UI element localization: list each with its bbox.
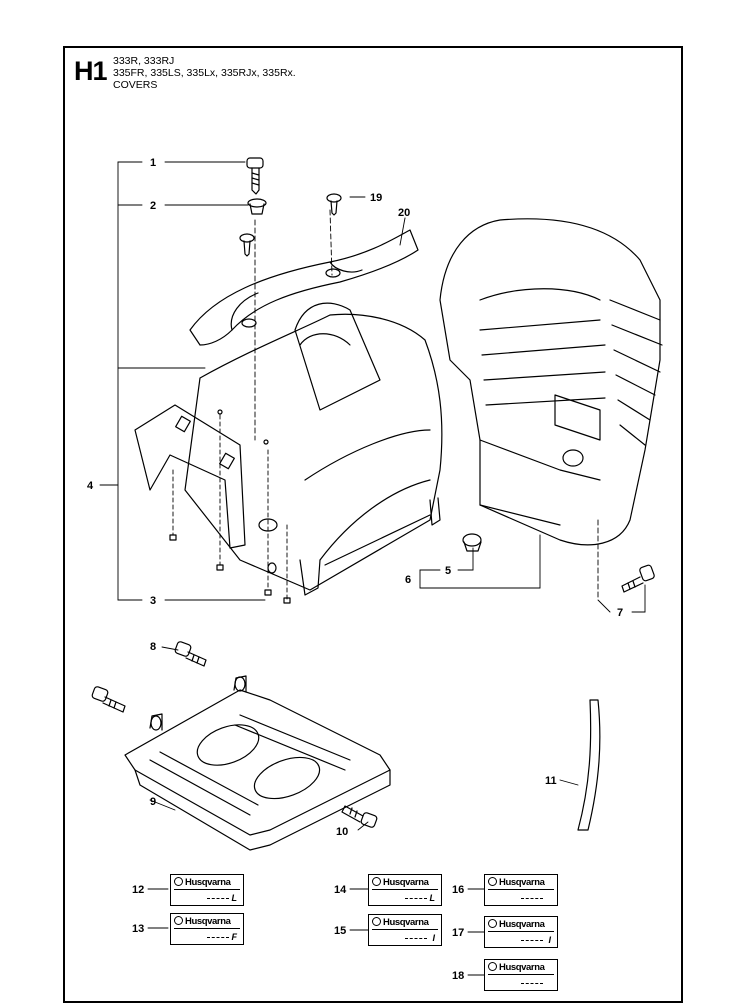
callout-8: 8 — [150, 641, 156, 653]
callout-numbers: 1 2 3 4 5 6 7 8 9 10 11 12 13 14 15 16 1… — [87, 157, 623, 982]
leader-lines — [99, 161, 646, 976]
screw-part-1 — [246, 157, 264, 195]
seal-strip-part-11 — [577, 699, 601, 831]
callout-13: 13 — [132, 923, 144, 935]
callout-12: 12 — [132, 884, 144, 896]
decal-part-17: Husqvarna I — [484, 916, 558, 948]
husqvarna-logo-icon — [174, 916, 183, 925]
callout-6: 6 — [405, 574, 411, 586]
page-code: H1 — [74, 56, 108, 86]
drawing-frame — [63, 46, 683, 1003]
bolt-part-7 — [621, 564, 655, 593]
callout-1: 1 — [150, 157, 156, 169]
decal-part-12: Husqvarna L — [170, 874, 244, 906]
husqvarna-logo-icon — [372, 917, 381, 926]
callout-5: 5 — [445, 565, 451, 577]
callout-7: 7 — [617, 607, 623, 619]
callout-17: 17 — [452, 927, 464, 939]
decal-part-16: Husqvarna — [484, 874, 558, 906]
decal-part-13: Husqvarna F — [170, 913, 244, 945]
section-title: COVERS — [113, 79, 158, 91]
screw-small — [239, 233, 255, 257]
washer-part-2 — [247, 198, 267, 215]
husqvarna-logo-icon — [174, 877, 183, 886]
callout-9: 9 — [150, 796, 156, 808]
model-line-2: 335FR, 335LS, 335Lx, 335RJx, 335Rx. — [113, 67, 296, 79]
screw-part-19 — [326, 193, 342, 216]
husqvarna-logo-icon — [488, 919, 497, 928]
screws-part-3 — [169, 534, 291, 604]
grommet-part-5 — [462, 533, 482, 552]
decal-part-14: Husqvarna L — [368, 874, 442, 906]
decal-part-18: Husqvarna — [484, 959, 558, 991]
callout-14: 14 — [334, 884, 347, 896]
top-cover-part-20 — [189, 229, 419, 346]
model-line-1: 333R, 333RJ — [113, 55, 175, 67]
bolt-part-10 — [341, 805, 378, 828]
callout-4: 4 — [87, 480, 94, 492]
callout-15: 15 — [334, 925, 346, 937]
decal-part-15: Husqvarna I — [368, 914, 442, 946]
bolt-part-8 — [174, 641, 207, 667]
husqvarna-logo-icon — [488, 962, 497, 971]
callout-18: 18 — [452, 970, 464, 982]
callout-10: 10 — [336, 826, 348, 838]
callout-11: 11 — [545, 775, 557, 787]
bolt-left — [91, 686, 126, 713]
callout-3: 3 — [150, 595, 156, 607]
cylinder-cover-part-4 — [134, 302, 443, 596]
husqvarna-logo-icon — [372, 877, 381, 886]
callout-16: 16 — [452, 884, 464, 896]
skid-plate-part-9 — [124, 675, 391, 851]
callout-19: 19 — [370, 192, 382, 204]
callout-2: 2 — [150, 200, 156, 212]
callout-20: 20 — [398, 207, 410, 219]
starter-cover-part-6 — [439, 218, 663, 546]
husqvarna-logo-icon — [488, 877, 497, 886]
